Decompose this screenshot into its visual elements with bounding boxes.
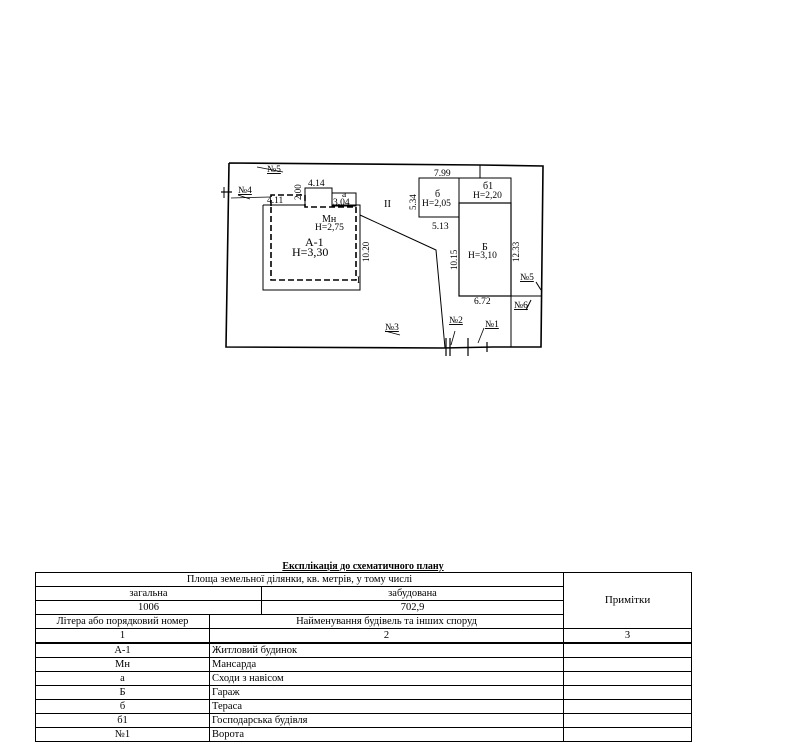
row-name: Житловий будинок — [208, 642, 565, 658]
mansard-outline — [270, 194, 357, 281]
dim-4-14: 4.14 — [308, 179, 325, 189]
label-a: а — [342, 190, 347, 200]
n5-top-leader — [256, 166, 284, 173]
label-b-height: Н=2,05 — [422, 199, 451, 209]
dim-3-04: 3.04 — [333, 198, 350, 208]
row-note — [563, 713, 693, 728]
marker-n3: №3 — [385, 323, 399, 333]
col2-header: Найменування будівель та інших споруд — [208, 614, 565, 629]
notes-header: Примітки — [563, 572, 693, 629]
label-garage-height: Н=3,10 — [468, 251, 497, 261]
row-name: Гараж — [208, 685, 565, 700]
dim-7-99: 7.99 — [434, 169, 451, 179]
dim-10-20: 10.20 — [361, 241, 371, 262]
col-number-1: 1 — [35, 628, 210, 644]
table-row: Мн Мансарда — [35, 657, 693, 672]
dim-10-15: 10.15 — [449, 249, 459, 270]
dim-5-13: 5.13 — [432, 222, 449, 232]
porch-a-outline — [331, 192, 357, 207]
row-name: Ворота — [208, 727, 565, 742]
table-row: №1 Ворота — [35, 727, 693, 742]
col1-header: Літера або порядковий номер — [35, 614, 210, 629]
parcel-boundary — [225, 162, 544, 349]
label-a1: А-1 — [305, 235, 324, 249]
label-garage: Б — [482, 242, 488, 253]
table-row: А-1 Житловий будинок — [35, 642, 693, 658]
marker-n4: №4 — [238, 186, 252, 196]
marker-n5-top: №5 — [267, 165, 281, 175]
row-code: а — [35, 671, 210, 686]
row-note — [563, 727, 693, 742]
label-roman-1: I — [357, 276, 360, 286]
col-number-2: 2 — [208, 628, 565, 644]
row-note — [563, 671, 693, 686]
total-label: загальна — [35, 586, 262, 601]
marker-n2: №2 — [449, 316, 463, 326]
row-code: б1 — [35, 713, 210, 728]
total-value: 1006 — [35, 600, 262, 615]
corner-hatch-2 — [525, 299, 532, 311]
dim-12-33: 12.33 — [511, 241, 521, 262]
row-code: А-1 — [35, 642, 210, 658]
gate-1-leader — [477, 327, 485, 344]
row-name: Мансарда — [208, 657, 565, 672]
row-note — [563, 642, 693, 658]
dim-4-11: 4.11 — [267, 196, 284, 206]
marker-n1: №1 — [485, 320, 499, 330]
marker-n5-right: №5 — [520, 273, 534, 283]
dim-2-00: 2.00 — [293, 184, 303, 200]
path-line — [359, 214, 446, 349]
table-row: б1 Господарська будівля — [35, 713, 693, 728]
label-mn-height: Н=2,75 — [315, 223, 344, 233]
label-b1-height: Н=2,20 — [473, 191, 502, 201]
table-row: б Тераса — [35, 699, 693, 714]
label-a1-height: Н=3,30 — [292, 245, 328, 259]
row-code: б — [35, 699, 210, 714]
boundary-top-inner — [230, 196, 271, 199]
label-b1: б1 — [483, 181, 493, 192]
row-name: Господарська будівля — [208, 713, 565, 728]
row-note — [563, 657, 693, 672]
n3-leader — [384, 330, 401, 336]
table-row: а Сходи з навісом — [35, 671, 693, 686]
label-roman-2: II — [384, 199, 391, 210]
row-code: №1 — [35, 727, 210, 742]
dim-6-72: 6.72 — [474, 297, 491, 307]
col-number-3: 3 — [563, 628, 693, 644]
table-caption: Експлікація до схематичного плану — [282, 561, 444, 572]
built-value: 702,9 — [260, 600, 565, 615]
label-b: б — [435, 189, 440, 200]
corner-hatch — [535, 281, 542, 291]
n4-leader — [237, 194, 251, 200]
area-header: Площа земельної ділянки, кв. метрів, у т… — [34, 572, 565, 587]
row-note — [563, 685, 693, 700]
row-note — [563, 699, 693, 714]
built-label: забудована — [260, 586, 565, 601]
row-name: Сходи з навісом — [208, 671, 565, 686]
row-code: Мн — [35, 657, 210, 672]
row-code: Б — [35, 685, 210, 700]
row-name: Тераса — [208, 699, 565, 714]
explication-table: Площа земельної ділянки, кв. метрів, у т… — [34, 572, 693, 742]
marker-n6: №6 — [514, 301, 528, 311]
site-plan-drawing: 7.99 4.14 4.11 2.00 3.04 5.34 5.13 10.20… — [221, 162, 544, 356]
dim-5-34: 5.34 — [408, 194, 418, 210]
gate-arc — [450, 330, 456, 346]
label-mn: Мн — [322, 214, 337, 225]
table-row: Б Гараж — [35, 685, 693, 700]
